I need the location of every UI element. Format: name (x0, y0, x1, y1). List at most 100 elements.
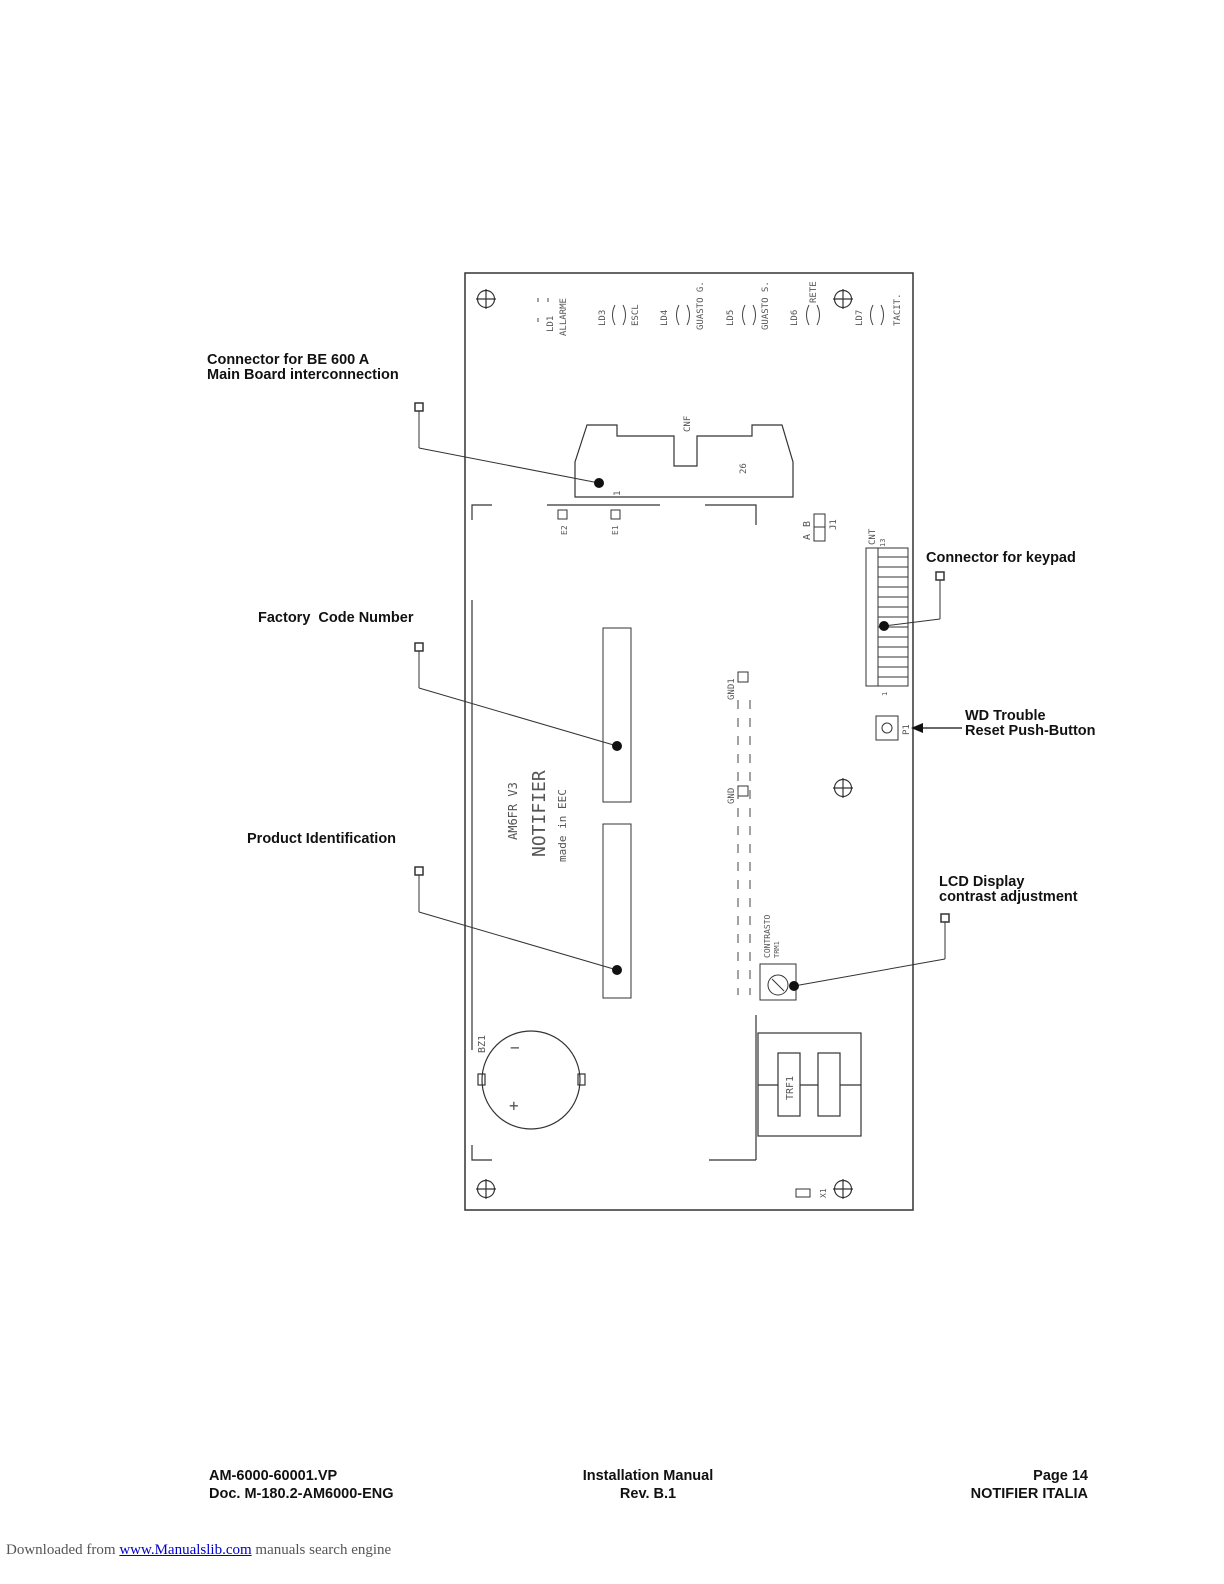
brand-label: NOTIFIER (529, 770, 550, 857)
led-ld5: LD5 GUASTO S. (726, 281, 771, 330)
callout-marker-be600 (414, 402, 424, 412)
callout-wd: WD Trouble Reset Push-Button (965, 709, 1096, 739)
svg-text:ALLARME: ALLARME (559, 298, 569, 336)
trm1-label: TRM1 (773, 941, 781, 958)
wd-arrow (911, 723, 962, 733)
cnt-pin13-label: 13 (879, 539, 887, 547)
mounting-hole-bottom-left (476, 1179, 496, 1199)
callout-wd-line1: WD Trouble (965, 708, 1046, 724)
mounting-hole-bottom-right (833, 1179, 853, 1199)
model-label: AM6FR V3 (506, 782, 520, 840)
mounting-hole-top-left (476, 289, 496, 309)
download-note: Downloaded from www.Manualslib.com manua… (6, 1542, 391, 1559)
footer-company: NOTIFIER ITALIA (970, 1486, 1088, 1502)
gnd1-label: GND1 (727, 678, 737, 700)
jumper-b-label: B (802, 521, 813, 527)
product-id-pad (602, 823, 632, 999)
footer-revision: Rev. B.1 (619, 1486, 677, 1502)
buzzer-plus-label: + (509, 1096, 519, 1115)
mounting-hole-middle-right (833, 778, 853, 798)
footer-left: AM-6000-60001.VP Doc. M-180.2-AM6000-ENG (209, 1467, 394, 1503)
manualslib-link[interactable]: www.Manualslib.com (119, 1542, 252, 1558)
callout-product-id: Product Identification (247, 832, 396, 847)
led-ld4: LD4 GUASTO G. (660, 281, 706, 330)
callout-marker-lcd (940, 913, 950, 923)
j1-label: J1 (829, 519, 839, 530)
callout-keypad-text: Connector for keypad (926, 550, 1076, 566)
e1-pad (610, 509, 621, 520)
target-dot-product (612, 965, 622, 975)
bz1-label: BZ1 (477, 1035, 488, 1053)
footer-doc-number: Doc. M-180.2-AM6000-ENG (209, 1486, 394, 1502)
svg-text:LD4: LD4 (660, 310, 670, 326)
svg-text:GUASTO G.: GUASTO G. (696, 281, 706, 330)
svg-text:GUASTO S.: GUASTO S. (761, 281, 771, 330)
cnf-connector (574, 424, 794, 498)
callout-be600-line1: Connector for BE 600 A (207, 352, 370, 368)
footer-manual-title: Installation Manual (582, 1468, 714, 1484)
e2-label: E2 (560, 525, 569, 535)
callout-marker-factory (414, 642, 424, 652)
callout-marker-product (414, 866, 424, 876)
svg-text:LD6: LD6 (790, 310, 800, 326)
callout-factory-code: Factory Code Number (258, 611, 414, 626)
gnd-pad (737, 785, 749, 797)
download-suffix: manuals search engine (255, 1542, 392, 1558)
callout-marker-keypad (935, 571, 945, 581)
callout-product-id-text: Product Identification (247, 831, 397, 847)
target-dot-factory (612, 741, 622, 751)
target-dot-lcd (789, 981, 799, 991)
lcd-outline (471, 504, 757, 1161)
led-ld6: LD6 RETE (790, 281, 820, 326)
contrasto-label: CONTRASTO (763, 914, 772, 958)
x1-pad (795, 1188, 811, 1198)
svg-text:LD7: LD7 (855, 310, 865, 326)
callout-wd-line2: Reset Push-Button (965, 723, 1096, 739)
target-dot-be600 (594, 478, 604, 488)
trf1-transformer (757, 1032, 862, 1137)
p1-button (875, 715, 899, 741)
cnf-label: CNF (683, 416, 693, 432)
cnt-label: CNT (868, 528, 878, 545)
buzzer-minus-label: − (510, 1038, 520, 1057)
callout-be600-line2: Main Board interconnection (207, 367, 399, 383)
made-in-label: made in EEC (556, 789, 569, 862)
footer-doc-id: AM-6000-60001.VP (209, 1468, 338, 1484)
e1-label: E1 (611, 525, 620, 535)
svg-text:LD5: LD5 (726, 310, 736, 326)
cnt-pin1-label: 1 (881, 692, 889, 696)
led-ld1: LD1 ALLARME (537, 298, 569, 336)
factory-code-pad (602, 627, 632, 803)
trf1-label: TRF1 (785, 1076, 796, 1100)
cnf-pin26-label: 26 (739, 463, 749, 474)
bz1-buzzer (477, 1030, 586, 1130)
led-ld3: LD3 ESCL (598, 304, 641, 326)
x1-label: X1 (819, 1188, 828, 1198)
footer-right: Page 14 NOTIFIER ITALIA (888, 1467, 1088, 1503)
svg-text:RETE: RETE (809, 281, 819, 303)
e2-pad (557, 509, 568, 520)
cnf-pin1-label: 1 (613, 491, 623, 496)
led-ld7: LD7 TACIT. (855, 293, 903, 326)
footer-center: Installation Manual Rev. B.1 (548, 1467, 748, 1503)
callout-lcd-line1: LCD Display (939, 874, 1025, 890)
mounting-hole-top-right (833, 289, 853, 309)
jumper-a-label: A (802, 534, 813, 540)
svg-text:TACIT.: TACIT. (893, 293, 903, 326)
pcb-outline (464, 272, 914, 1211)
svg-text:ESCL: ESCL (631, 304, 641, 326)
cnt-connector (865, 547, 909, 687)
callout-lcd-line2: contrast adjustment (939, 889, 1078, 905)
gnd-label: GND (727, 788, 737, 804)
p1-label: P1 (902, 724, 912, 735)
target-dot-keypad (879, 621, 889, 631)
gnd1-pad (737, 671, 749, 683)
callout-factory-code-text: Factory Code Number (258, 610, 414, 626)
svg-text:LD3: LD3 (598, 310, 608, 326)
callout-keypad: Connector for keypad (926, 551, 1076, 566)
footer-page-number: Page 14 (1033, 1468, 1088, 1484)
callout-lcd: LCD Display contrast adjustment (939, 875, 1078, 905)
callout-be600: Connector for BE 600 A Main Board interc… (207, 353, 399, 383)
download-prefix: Downloaded from (6, 1542, 116, 1558)
